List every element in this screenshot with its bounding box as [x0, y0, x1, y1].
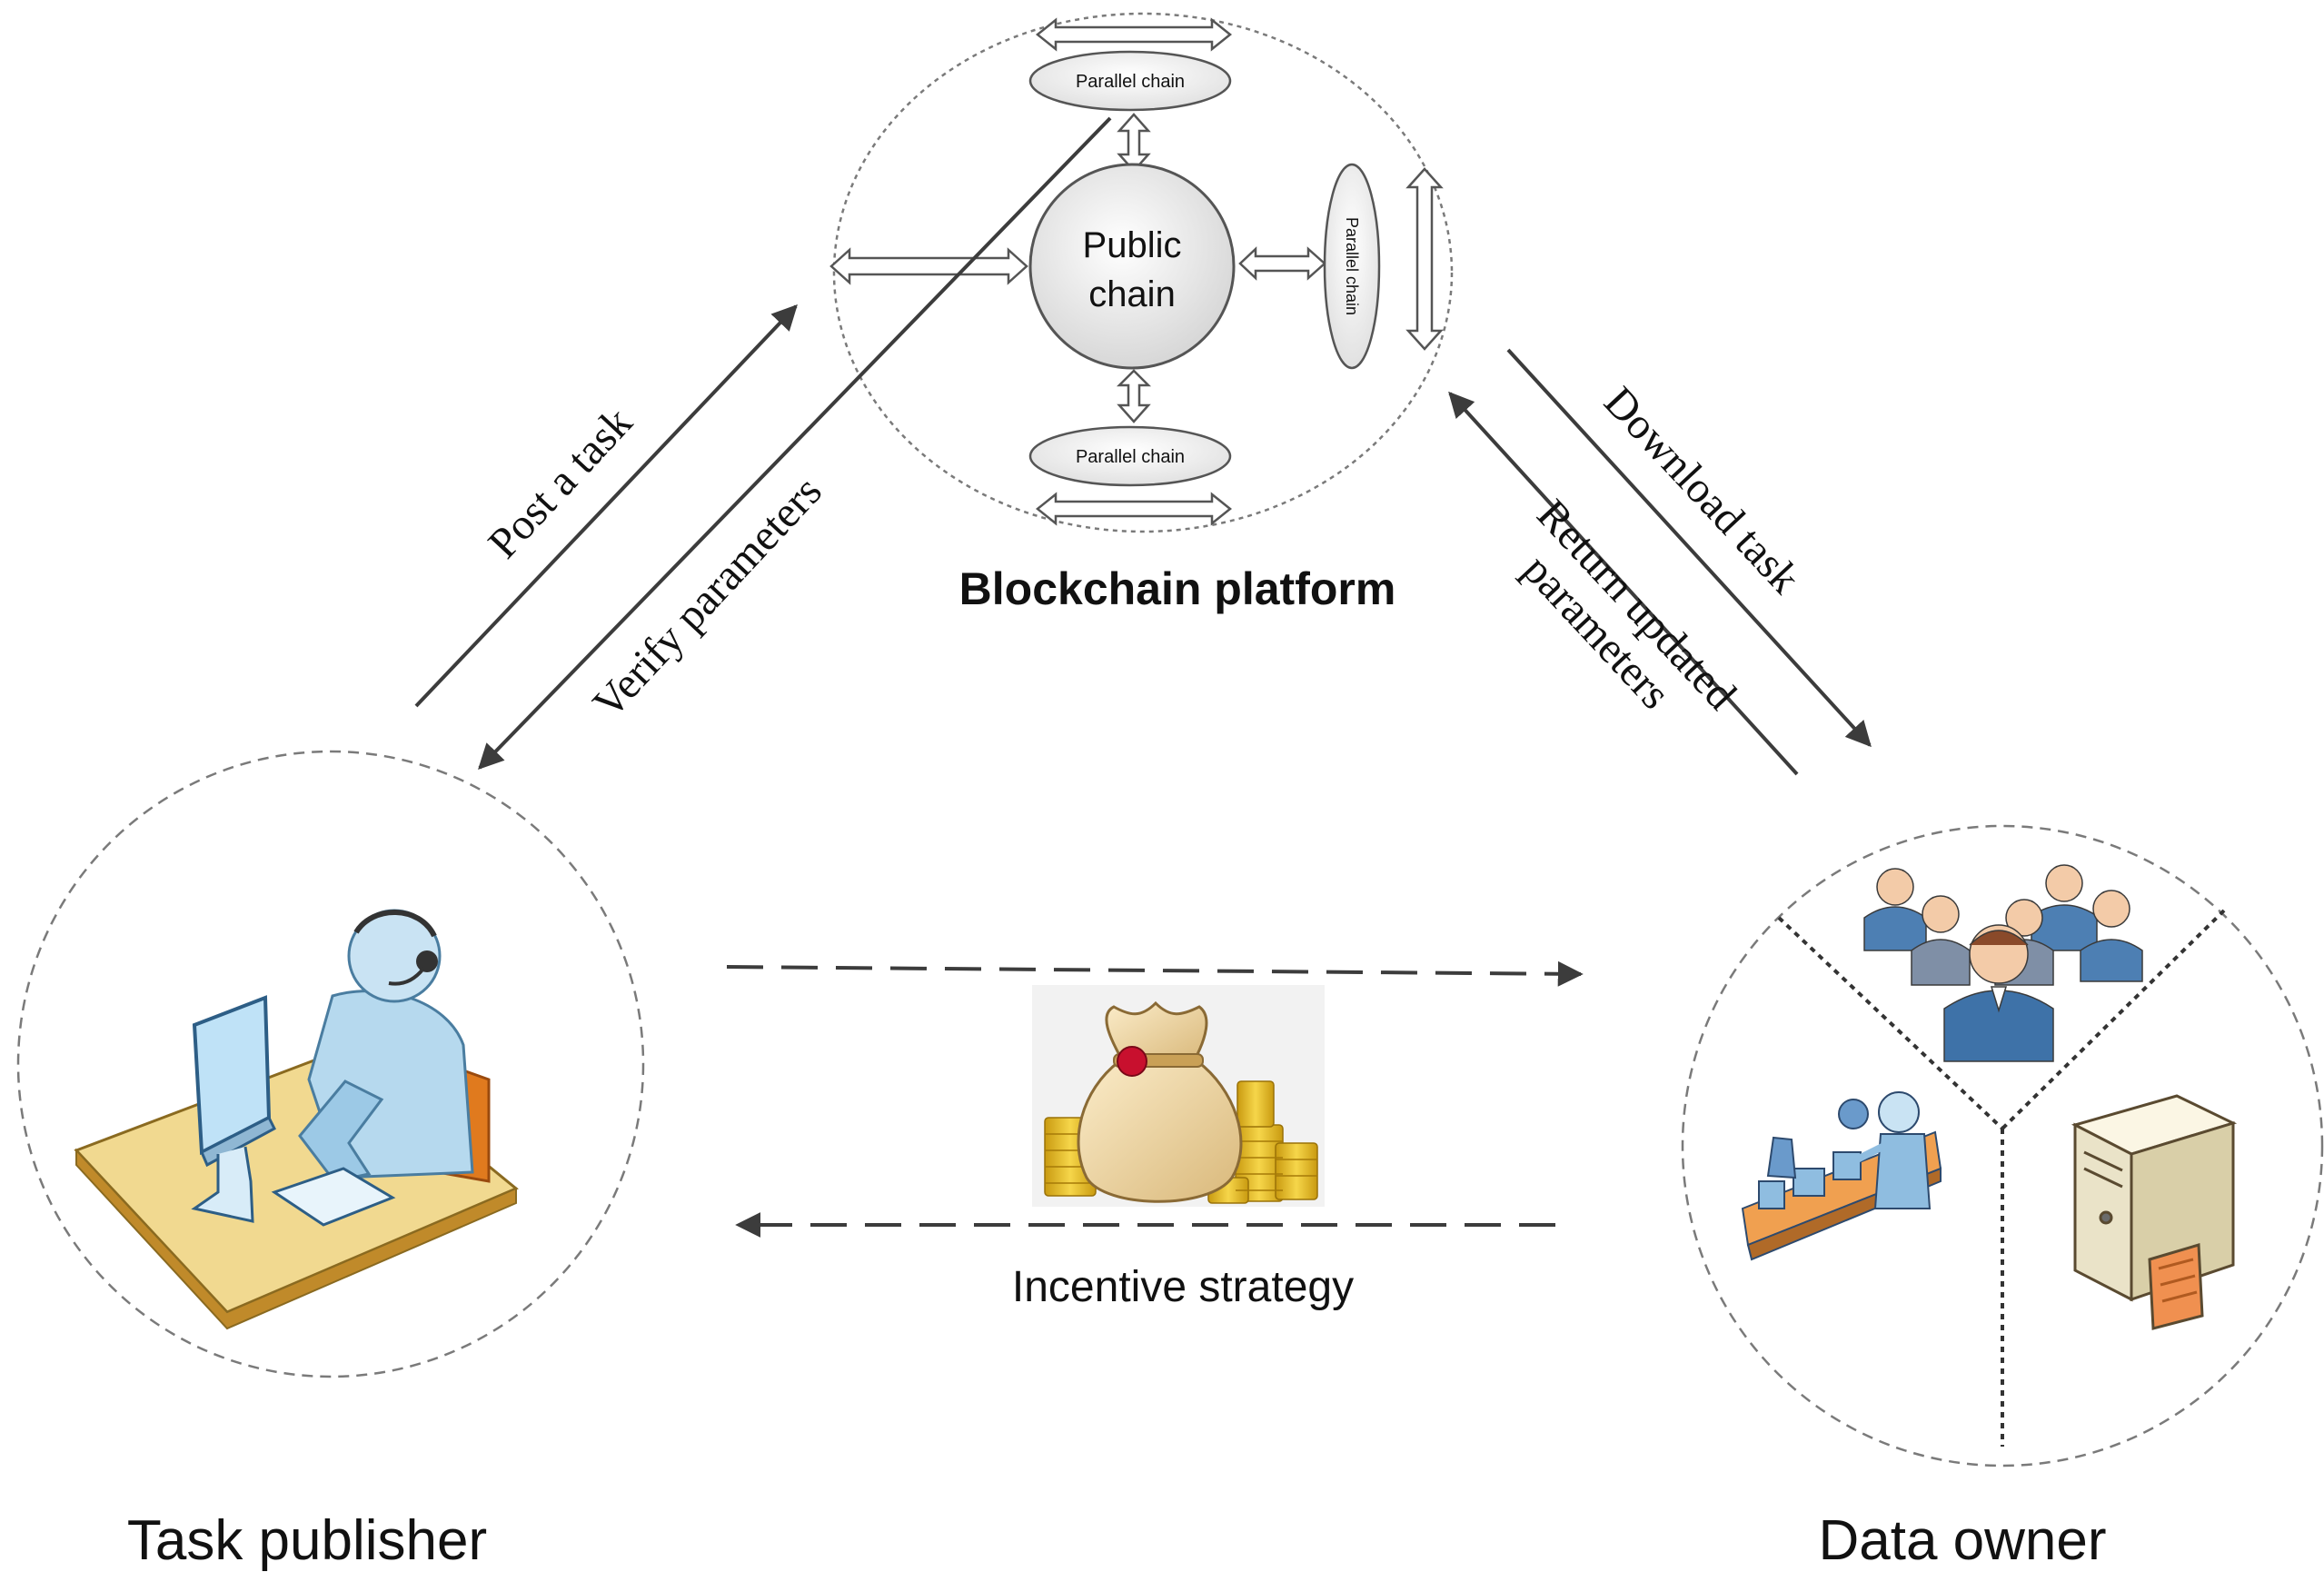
parallel-chain-top: Parallel chain [1028, 50, 1232, 112]
people-group-icon [1863, 864, 2143, 1062]
blockchain-platform: Parallel chain Parallel chain Parallel c… [829, 12, 1454, 614]
parallel-chain-right: Parallel chain [1323, 163, 1381, 370]
parallel-chain-top-label: Parallel chain [1076, 72, 1185, 92]
chain-link-arrows [829, 17, 1444, 526]
parallel-chain-right-label: Parallel chain [1343, 217, 1361, 315]
flow-arrows [414, 116, 1872, 1238]
verify-parameters-label: Verify parameters [583, 467, 830, 728]
platform-boundary-circle [832, 12, 1454, 533]
public-chain-label-line2: chain [1088, 274, 1176, 314]
incentive-to-owner-arrow [726, 960, 1584, 987]
factory-worker-icon [1741, 1091, 1942, 1261]
return-parameters-arrow [1448, 391, 1799, 776]
task-publisher-label: Task publisher [127, 1509, 487, 1572]
platform-title: Blockchain platform [959, 563, 1396, 614]
owner-boundary-circle [1681, 824, 2324, 1468]
publisher-boundary-circle [16, 750, 645, 1378]
download-task-arrow [1506, 348, 1872, 748]
post-task-arrow [414, 303, 798, 708]
task-publisher: Task publisher [16, 750, 645, 1572]
data-owner-label: Data owner [1818, 1509, 2106, 1572]
public-chain-label-line1: Public [1083, 225, 1182, 265]
parallel-chain-bottom-label: Parallel chain [1076, 447, 1185, 467]
parallel-chain-bottom: Parallel chain [1028, 425, 1232, 487]
money-bag-with-coins-icon [1032, 985, 1325, 1207]
incentive-strategy-label: Incentive strategy [1012, 1263, 1354, 1311]
owner-sector-dividers [1777, 909, 2226, 1447]
public-chain: Public chain [1028, 163, 1236, 370]
verify-parameters-arrow [478, 116, 1112, 771]
operator-at-computer-icon [74, 909, 519, 1330]
data-owner: Data owner [1681, 824, 2324, 1572]
post-task-label: Post a task [479, 398, 641, 567]
server-tower-icon [2071, 1094, 2238, 1330]
